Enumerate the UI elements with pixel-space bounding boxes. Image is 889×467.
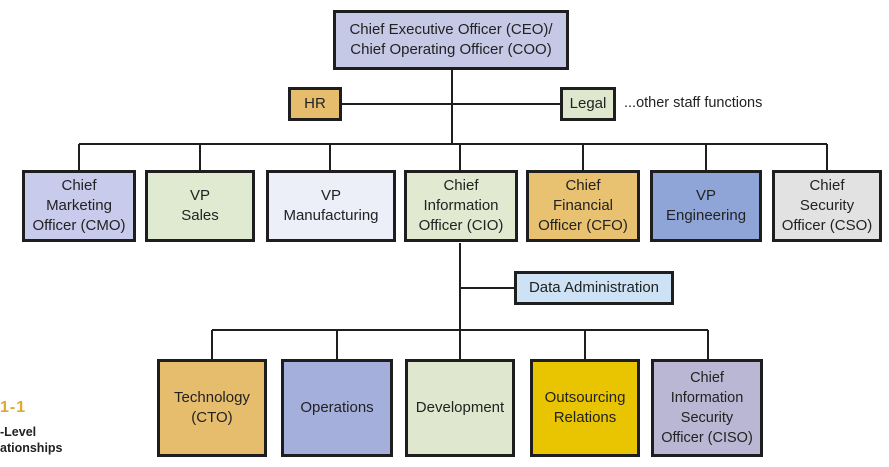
development-box: Development — [405, 359, 515, 457]
figure-number: 1-1 — [0, 399, 27, 416]
cso-box: Chief Security Officer (CSO) — [772, 170, 882, 242]
outsourcing-relations-label: Outsourcing Relations — [544, 389, 626, 426]
ceo-coo-box: Chief Executive Officer (CEO)/ Chief Ope… — [333, 10, 569, 70]
legal-box: Legal — [560, 87, 616, 121]
data-administration-box: Data Administration — [514, 271, 674, 305]
ceo-coo-label: Chief Executive Officer (CEO)/ Chief Ope… — [349, 21, 553, 58]
cfo-box: Chief Financial Officer (CFO) — [526, 170, 640, 242]
cmo-box: Chief Marketing Officer (CMO) — [22, 170, 136, 242]
cso-label: Chief Security Officer (CSO) — [781, 177, 873, 234]
development-label: Development — [415, 399, 505, 416]
hr-label: HR — [304, 95, 326, 112]
ciso-box: Chief Information Security Officer (CISO… — [651, 359, 763, 457]
cio-label: Chief Information Officer (CIO) — [418, 177, 504, 234]
ciso-label: Chief Information Security Officer (CISO… — [661, 370, 753, 446]
operations-label: Operations — [300, 399, 374, 416]
data-administration-label: Data Administration — [528, 279, 660, 296]
operations-box: Operations — [281, 359, 393, 457]
vp-manufacturing-box: VP Manufacturing — [266, 170, 396, 242]
vp-manufacturing-label: VP Manufacturing — [283, 187, 379, 224]
figure-caption: -Level ationships — [0, 425, 63, 455]
cmo-label: Chief Marketing Officer (CMO) — [32, 177, 126, 234]
cio-box: Chief Information Officer (CIO) — [404, 170, 518, 242]
hr-box: HR — [288, 87, 342, 121]
vp-engineering-box: VP Engineering — [650, 170, 762, 242]
technology-cto-label: Technology (CTO) — [174, 389, 250, 426]
vp-sales-box: VP Sales — [145, 170, 255, 242]
vp-engineering-label: VP Engineering — [665, 187, 747, 224]
legal-label: Legal — [569, 95, 607, 112]
staff-note: ...other staff functions — [624, 95, 763, 111]
outsourcing-relations-box: Outsourcing Relations — [530, 359, 640, 457]
cfo-label: Chief Financial Officer (CFO) — [538, 177, 628, 234]
technology-cto-box: Technology (CTO) — [157, 359, 267, 457]
vp-sales-label: VP Sales — [181, 187, 219, 224]
